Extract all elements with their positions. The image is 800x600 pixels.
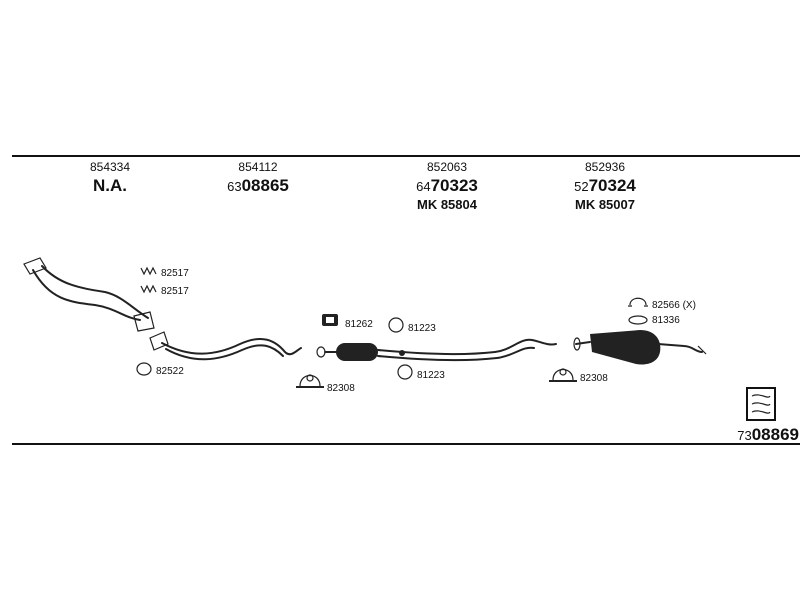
kit-box-icon [746, 387, 776, 421]
svg-text:82517: 82517 [161, 286, 189, 297]
section-2-code: 6308865 [227, 176, 289, 195]
section-3-code: 6470323 [416, 176, 478, 195]
rear-hanger: 82566 (X) [628, 297, 696, 311]
svg-text:82566 (X): 82566 (X) [652, 300, 696, 311]
mid-ring-lower: 81223 [397, 364, 445, 381]
svg-text:82517: 82517 [161, 268, 189, 279]
rear-ring: 81336 [628, 315, 680, 326]
section-3-part-number: 852063 [427, 160, 467, 174]
clip-a: 82517 [140, 266, 189, 279]
section-4-kit: MK 85007 [575, 197, 635, 212]
section-1-part-number: 854334 [90, 160, 130, 174]
svg-text:81223: 81223 [417, 370, 445, 381]
section-4-code: 5270324 [574, 176, 636, 195]
svg-text:81336: 81336 [652, 315, 680, 326]
svg-text:82522: 82522 [156, 366, 184, 377]
section-4-part-number: 852936 [585, 160, 625, 174]
clamp-middle: 82308 [296, 374, 355, 394]
kit-total-code: 7308869 [737, 425, 799, 444]
svg-text:81262: 81262 [345, 319, 373, 330]
clip-b: 82517 [140, 284, 189, 297]
front-ring-gasket: 82522 [136, 362, 184, 377]
section-1-code-main: N.A. [93, 176, 127, 195]
clamp-rear: 82308 [549, 368, 608, 384]
front-downpipe [23, 257, 155, 332]
svg-text:81223: 81223 [408, 323, 436, 334]
svg-text:82308: 82308 [580, 373, 608, 384]
rubber-mount: 81262 [322, 314, 373, 330]
section-3-kit: MK 85804 [417, 197, 478, 212]
mid-ring-upper: 81223 [388, 317, 436, 334]
rear-silencer [573, 330, 707, 365]
svg-text:82308: 82308 [327, 383, 355, 394]
intermediate-pipe [149, 331, 302, 361]
middle-silencer [316, 338, 557, 362]
section-2-part-number: 854112 [238, 160, 277, 174]
